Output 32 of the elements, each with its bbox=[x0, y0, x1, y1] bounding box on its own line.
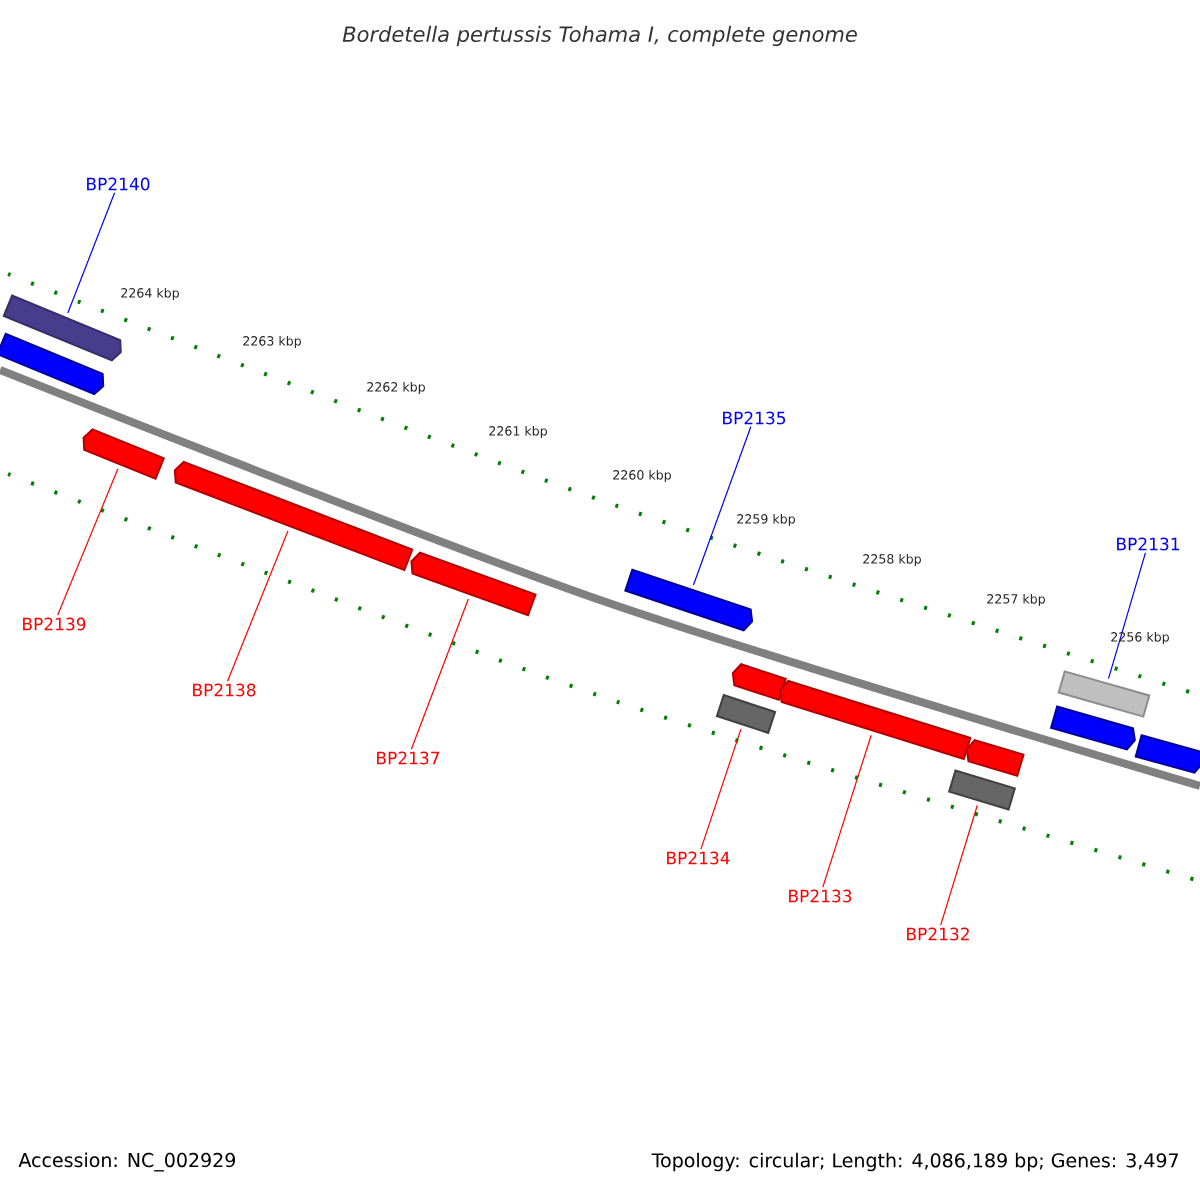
gene-label: BP2132 bbox=[907, 927, 969, 941]
gene-label: BP2135 bbox=[723, 411, 786, 425]
leader-line bbox=[1107, 552, 1146, 680]
gene-box bbox=[1057, 670, 1151, 718]
gene-feature bbox=[965, 739, 1025, 778]
footer-text: Topology: circular; Length: 4,086,189 bp; Genes: 3,497 bbox=[651, 1152, 1178, 1172]
gene-label: BP2134 bbox=[667, 851, 730, 865]
gene-feature bbox=[624, 568, 754, 632]
gene-label: BP2131 bbox=[1117, 537, 1179, 551]
leader-line bbox=[226, 530, 289, 682]
title: Bordetella pertussis Tohama I, complete genome bbox=[342, 25, 857, 47]
gene-label: BP2137 bbox=[377, 751, 440, 765]
leader-line bbox=[57, 468, 119, 616]
gene-feature bbox=[410, 551, 537, 617]
leader-line bbox=[822, 734, 872, 888]
leader-line bbox=[67, 192, 116, 314]
gene-label: BP2140 bbox=[87, 177, 150, 191]
gene-label: BP2139 bbox=[23, 617, 86, 631]
gene-label: BP2133 bbox=[789, 889, 852, 903]
leader-line bbox=[410, 598, 469, 750]
footer-text: Accession: NC_002929 bbox=[18, 1152, 235, 1172]
gene-feature bbox=[2, 294, 122, 362]
leader-line bbox=[940, 804, 978, 926]
gene-feature bbox=[82, 428, 166, 480]
gene-feature bbox=[0, 332, 105, 396]
leader-line bbox=[700, 728, 742, 850]
gene-feature bbox=[1134, 734, 1200, 774]
gene-feature bbox=[1049, 705, 1136, 751]
leader-line bbox=[692, 426, 752, 586]
gene-label: BP2138 bbox=[193, 683, 256, 697]
gene-feature bbox=[731, 663, 787, 701]
gene-feature bbox=[173, 460, 414, 572]
